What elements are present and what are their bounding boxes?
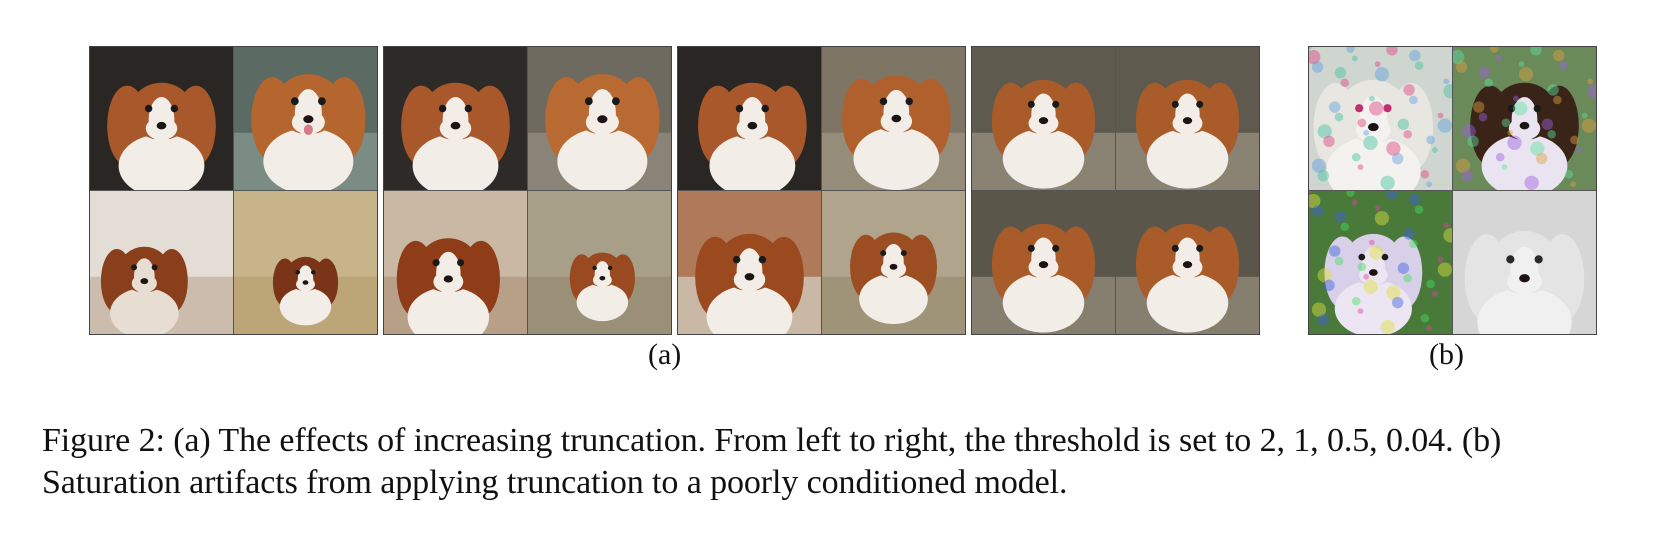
truncation-grid-threshold-2 [89, 46, 378, 335]
truncation-grid-threshold-1 [383, 46, 672, 335]
dog-image [384, 191, 527, 334]
dog-image [822, 47, 965, 190]
dog-image [678, 47, 821, 190]
truncation-grid-threshold-0.5 [677, 46, 966, 335]
dog-image [384, 47, 527, 190]
dog-image [1453, 191, 1596, 334]
dog-image [1309, 47, 1452, 190]
dog-image [90, 191, 233, 334]
dog-image [528, 47, 671, 190]
dog-image [972, 47, 1115, 190]
dog-image [972, 191, 1115, 334]
dog-image [1116, 191, 1259, 334]
dog-image [1309, 191, 1452, 334]
dog-image [1453, 47, 1596, 190]
dog-image [822, 191, 965, 334]
saturation-artifacts-grid [1308, 46, 1597, 335]
dog-image [678, 191, 821, 334]
dog-image [234, 47, 377, 190]
dog-image [234, 191, 377, 334]
subfigure-a-label: (a) [648, 338, 682, 371]
dog-image [528, 191, 671, 334]
truncation-grid-threshold-0.04 [971, 46, 1260, 335]
subfigure-b-label: (b) [1429, 338, 1464, 371]
dog-image [1116, 47, 1259, 190]
figure-caption: Figure 2: (a) The effects of increasing … [42, 422, 1502, 501]
dog-image [90, 47, 233, 190]
